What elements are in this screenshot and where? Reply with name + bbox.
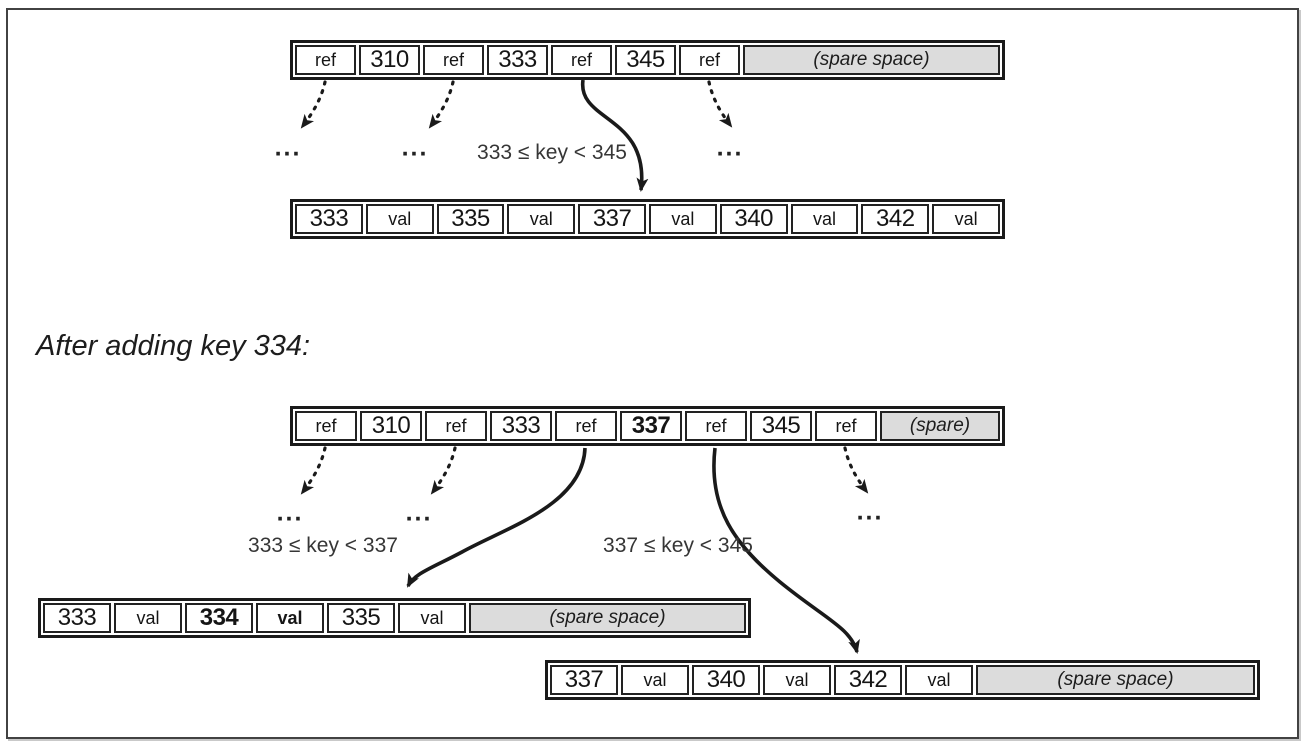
after-adding-heading: After adding key 334: (36, 330, 311, 362)
spare-cell: (spare space) (743, 45, 1000, 75)
key-cell: 345 (615, 45, 676, 75)
key-cell: 333 (487, 45, 548, 75)
key-cell: 335 (436, 204, 505, 234)
val-cell: val (507, 204, 576, 234)
ref-cell: ref (685, 411, 747, 441)
ellipsis: ... (401, 133, 429, 162)
ellipsis: ... (716, 133, 744, 162)
key-cell: 335 (327, 603, 395, 633)
key-cell: 340 (692, 665, 760, 695)
ref-cell: ref (423, 45, 484, 75)
ref-cell: ref (295, 411, 357, 441)
ellipsis: ... (856, 497, 884, 526)
spare-cell: (spare space) (976, 665, 1255, 695)
val-cell: val (763, 665, 831, 695)
key-cell: 333 (295, 204, 363, 234)
range-label-after-right: 337 ≤ key < 345 (603, 534, 753, 557)
spare-cell: (spare space) (469, 603, 746, 633)
range-label-after-left: 333 ≤ key < 337 (248, 534, 398, 557)
val-cell: val (932, 204, 1000, 234)
ref-cell: ref (815, 411, 877, 441)
val-cell: val (114, 603, 182, 633)
ellipsis: ... (276, 498, 304, 527)
key-cell: 345 (750, 411, 812, 441)
ellipsis: ... (274, 133, 302, 162)
range-label-before: 333 ≤ key < 345 (477, 141, 627, 164)
key-cell: 333 (490, 411, 552, 441)
ref-cell: ref (425, 411, 487, 441)
ref-cell: ref (551, 45, 612, 75)
key-cell: 340 (719, 204, 788, 234)
key-cell: 337 (550, 665, 618, 695)
val-cell: val (621, 665, 689, 695)
ellipsis: ... (405, 498, 433, 527)
key-cell: 337 (620, 411, 682, 441)
val-cell: val (365, 204, 434, 234)
key-cell: 337 (578, 204, 646, 234)
val-cell: val (648, 204, 717, 234)
ref-cell: ref (679, 45, 740, 75)
val-cell: val (905, 665, 973, 695)
key-cell: 334 (185, 603, 253, 633)
key-cell: 310 (359, 45, 420, 75)
key-cell: 333 (43, 603, 111, 633)
val-cell: val (256, 603, 324, 633)
key-cell: 342 (834, 665, 902, 695)
ref-cell: ref (295, 45, 356, 75)
val-cell: val (790, 204, 859, 234)
ref-cell: ref (555, 411, 617, 441)
spare-cell: (spare) (880, 411, 1000, 441)
key-cell: 310 (360, 411, 422, 441)
val-cell: val (398, 603, 466, 633)
key-cell: 342 (861, 204, 930, 234)
